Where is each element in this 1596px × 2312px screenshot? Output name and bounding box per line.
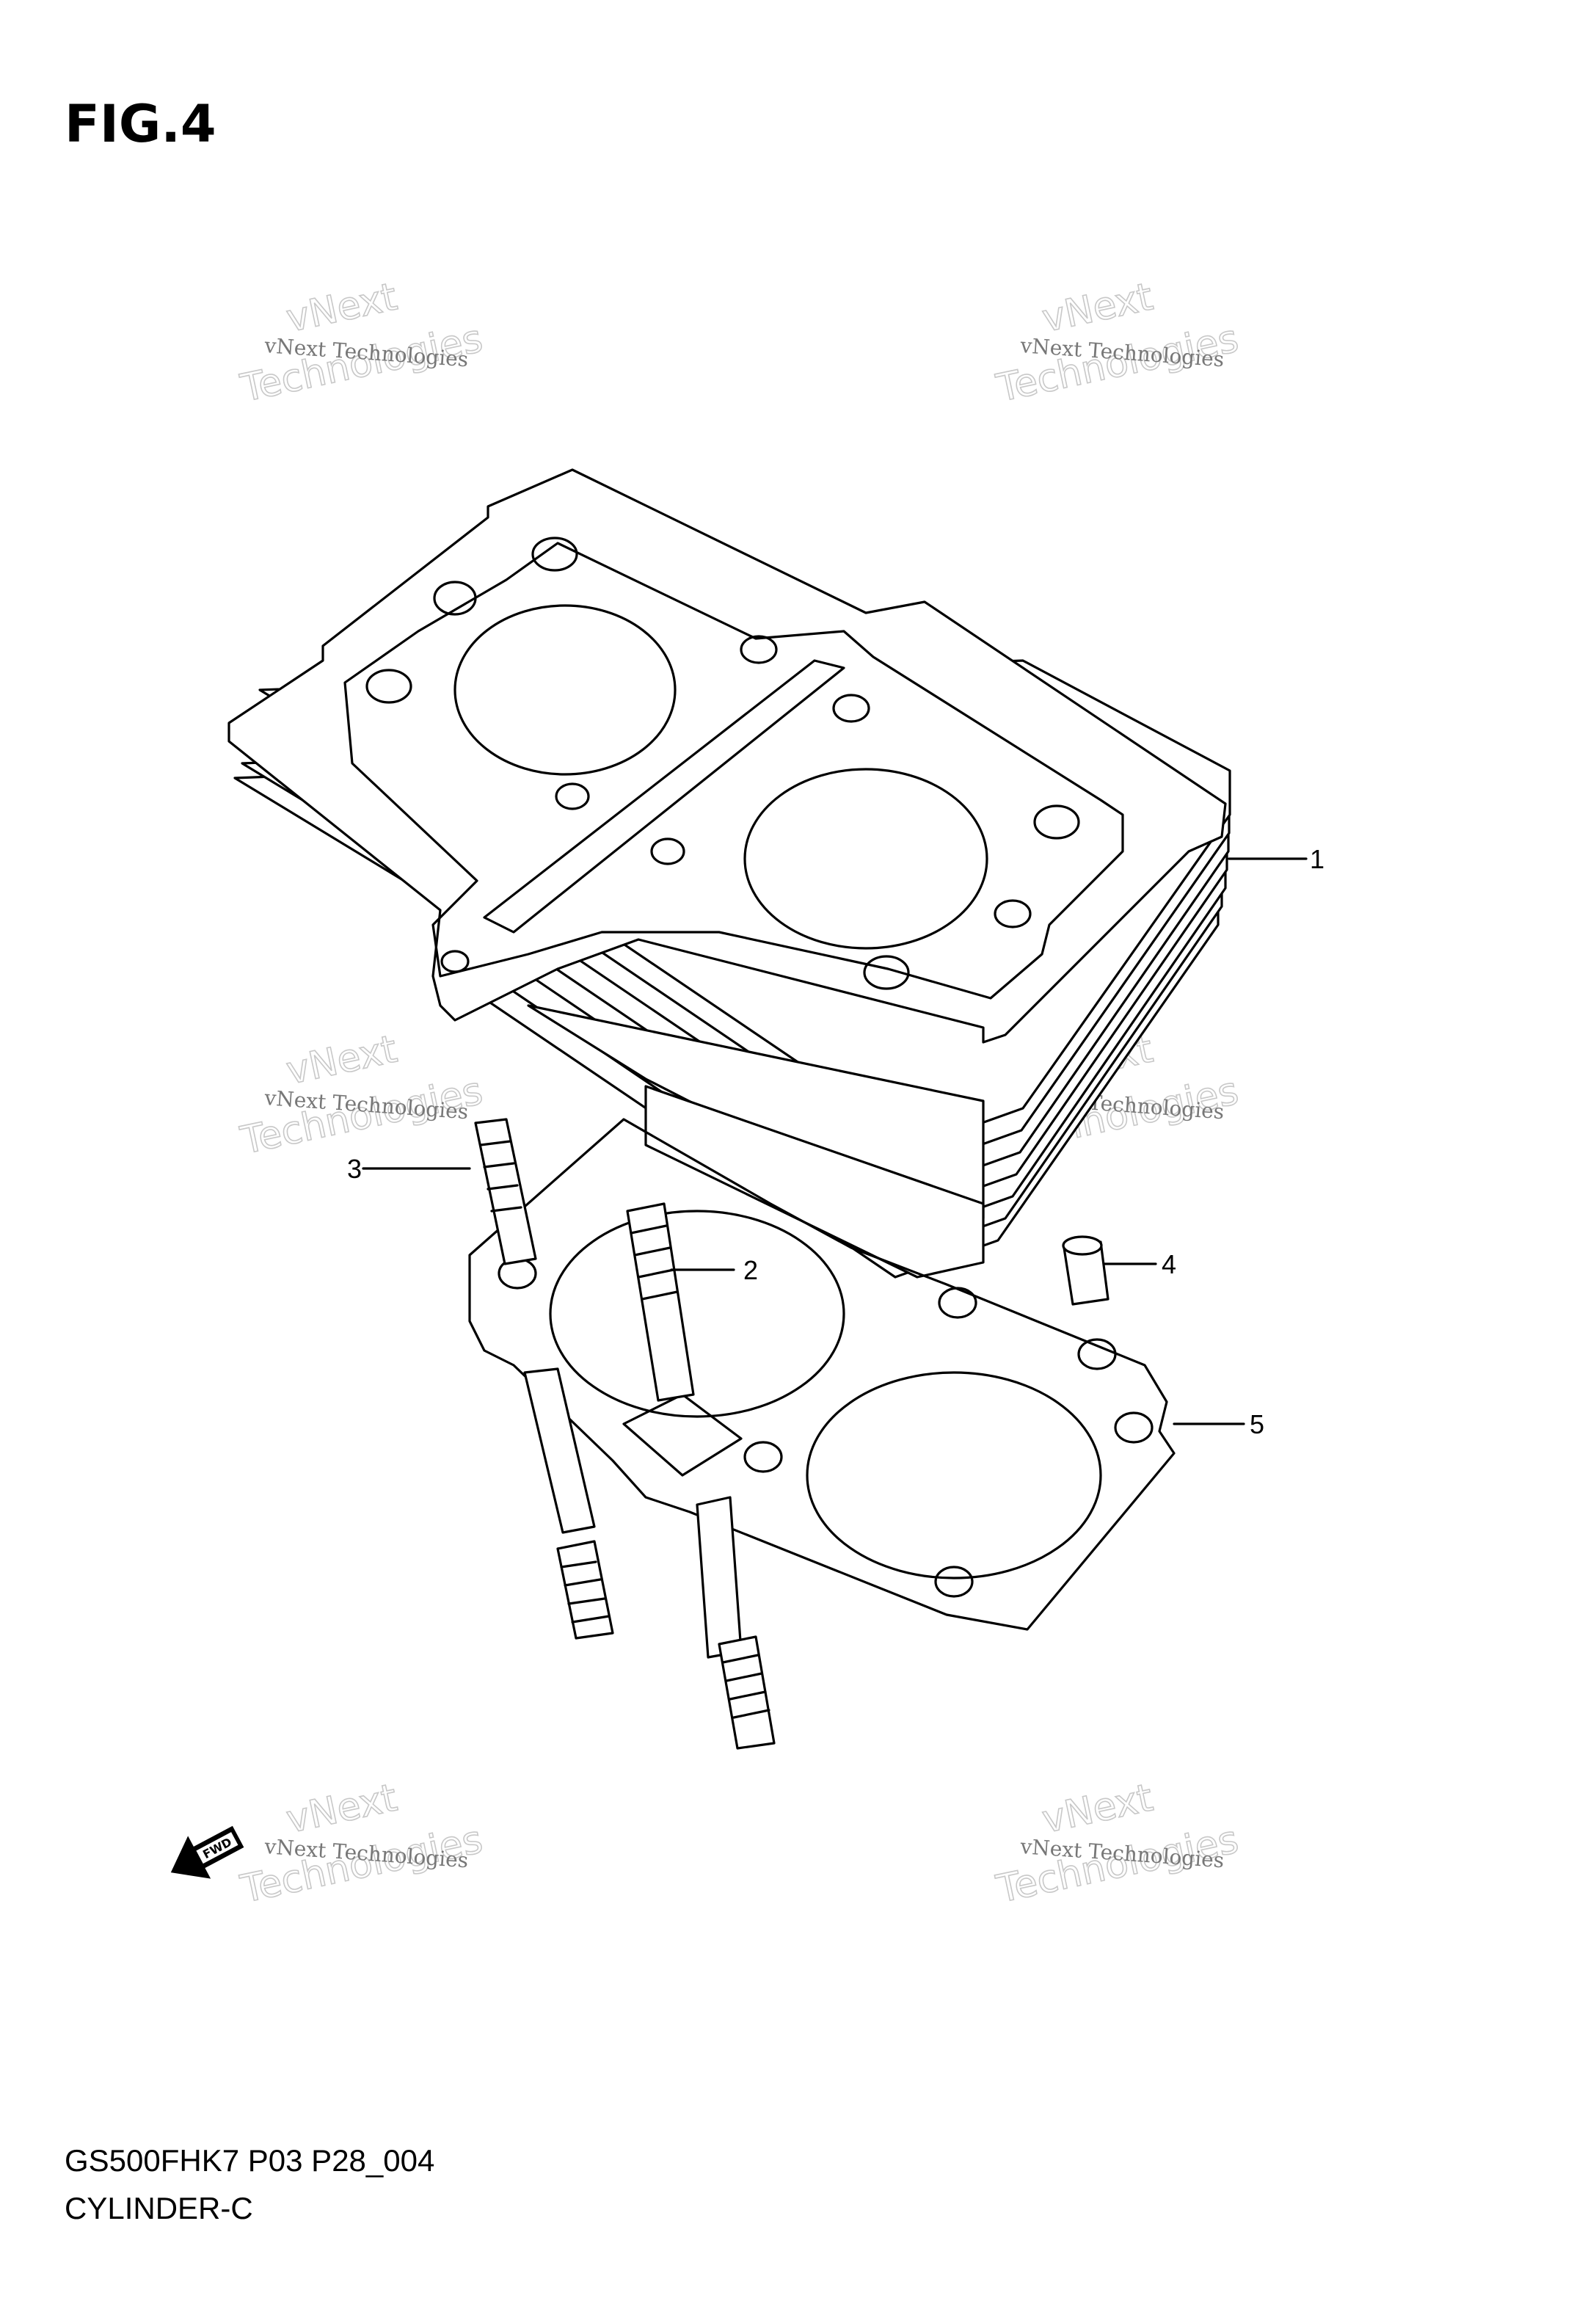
watermark-big-line1: vNext	[283, 1028, 401, 1094]
watermark-bottom-left: vNext Technologies vNext Technologies	[236, 1775, 487, 1913]
callout-label-2: 2	[743, 1255, 758, 1285]
model-code: GS500FHK7 P03 P28_004	[65, 2143, 435, 2178]
bore-right	[743, 768, 988, 950]
watermark-middle-left: vNext Technologies vNext Technologies	[236, 1027, 487, 1164]
bolt-holes	[365, 537, 1080, 990]
cylinder-base-gasket	[468, 1118, 1176, 1631]
cylinder-block	[227, 468, 1231, 1279]
callout-leaders	[362, 857, 1308, 1425]
watermark-top-left: vNext Technologies vNext Technologies	[236, 275, 487, 412]
callout-label-4: 4	[1162, 1249, 1176, 1279]
watermark-big-line1: vNext	[283, 1776, 401, 1842]
bore-left	[453, 604, 677, 776]
watermark-bottom-right: vNext Technologies vNext Technologies	[992, 1775, 1243, 1913]
fwd-arrow-icon: FWD	[170, 1825, 244, 1879]
watermark-big-line1: vNext	[1038, 275, 1156, 341]
watermark-top-right: vNext Technologies vNext Technologies	[992, 275, 1243, 412]
stud-short	[474, 1118, 614, 1640]
figure-title: FIG.4	[65, 94, 216, 154]
stud-long	[626, 1202, 776, 1750]
callout-label-3: 3	[347, 1154, 362, 1184]
section-name: CYLINDER-C	[65, 2191, 253, 2225]
watermark-big-line1: vNext	[283, 275, 401, 341]
watermark-big-line1: vNext	[1038, 1776, 1156, 1842]
callout-label-5: 5	[1250, 1409, 1264, 1439]
dowel-pin	[1062, 1235, 1109, 1306]
callout-label-1: 1	[1310, 844, 1324, 874]
cylinder-top-deck	[227, 468, 1227, 1044]
